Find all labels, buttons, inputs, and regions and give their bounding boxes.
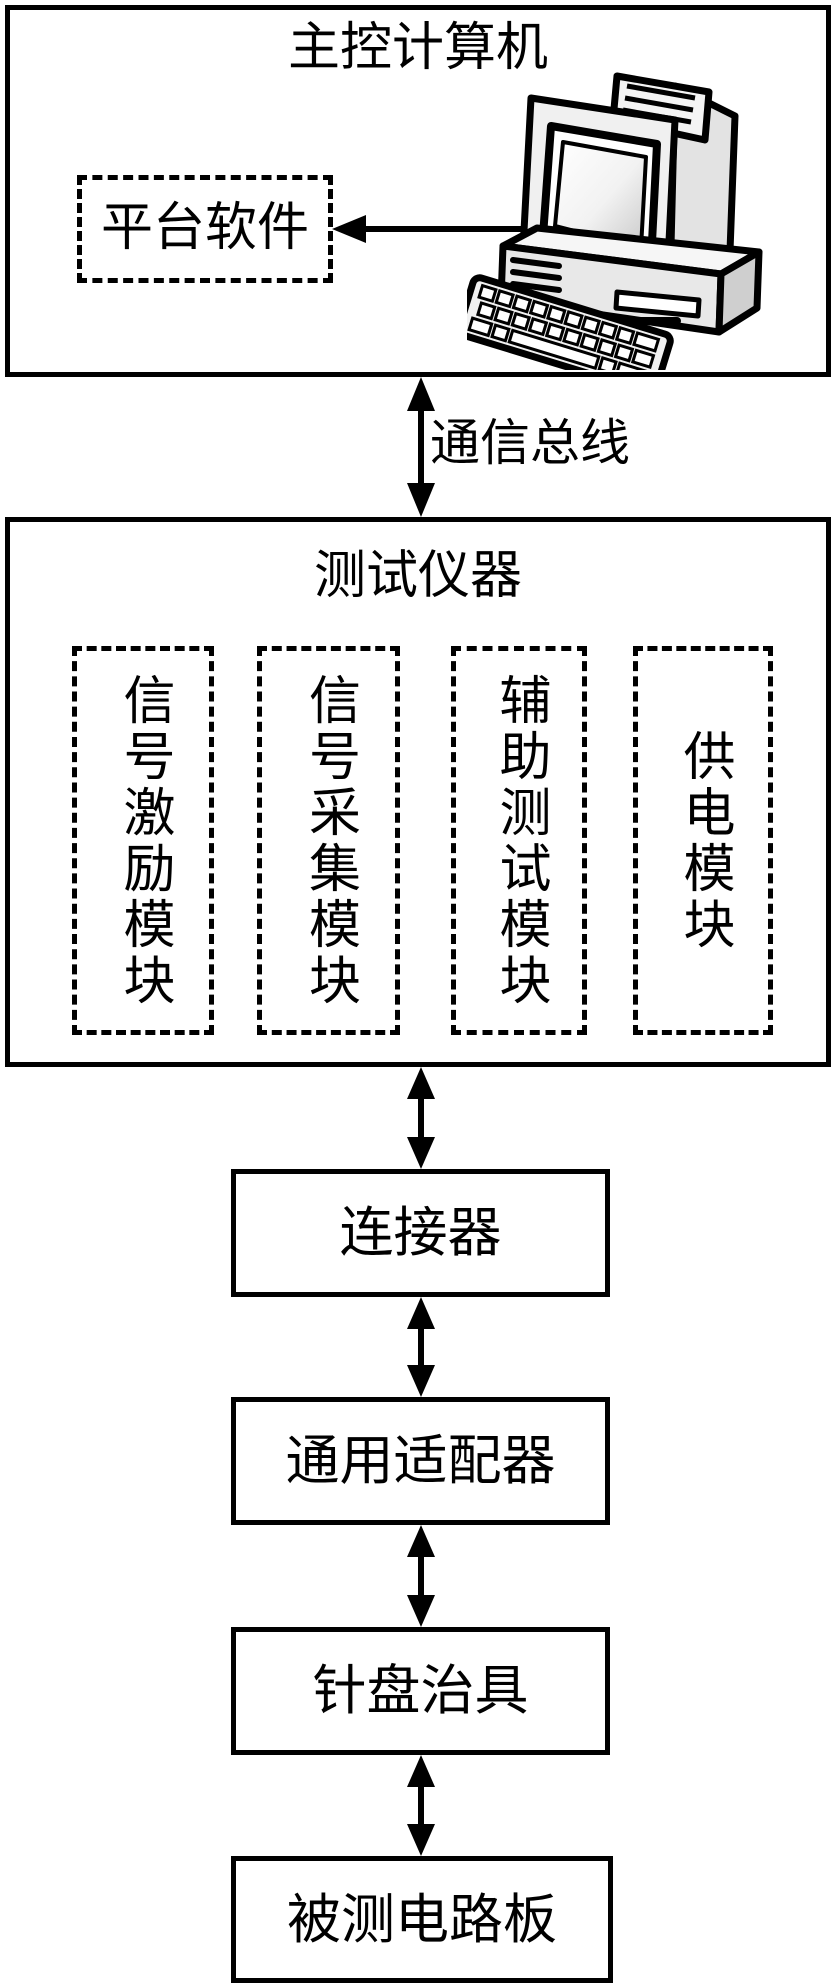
instrument-box-title: 测试仪器 bbox=[313, 548, 522, 605]
circuit-board-under-test-box: 被测电路板 bbox=[231, 1856, 613, 1983]
connector-adapter-arrow bbox=[407, 1297, 435, 1397]
pin-plate-fixture-box: 针盘治具 bbox=[231, 1627, 610, 1755]
module-signal-excitation-label: 信号激励模块 bbox=[115, 672, 172, 1009]
circuit-board-under-test-label: 被测电路板 bbox=[287, 1889, 557, 1950]
connector-label: 连接器 bbox=[339, 1203, 502, 1263]
host-box-title: 主控计算机 bbox=[287, 20, 548, 77]
module-signal-excitation-box: 信号激励模块 bbox=[72, 646, 214, 1035]
bus-label: 通信总线 bbox=[430, 415, 630, 471]
universal-adapter-box: 通用适配器 bbox=[231, 1397, 610, 1525]
module-power-supply-box: 供电模块 bbox=[633, 646, 773, 1035]
bus-arrow bbox=[407, 377, 435, 517]
host-computer-box: 主控计算机 平台软件 bbox=[5, 5, 831, 377]
desktop-computer-icon bbox=[467, 72, 763, 370]
platform-software-box: 平台软件 bbox=[77, 175, 333, 283]
universal-adapter-label: 通用适配器 bbox=[285, 1431, 556, 1491]
module-auxiliary-test-box: 辅助测试模块 bbox=[451, 646, 587, 1035]
platform-software-label: 平台软件 bbox=[100, 200, 309, 257]
module-signal-acquisition-box: 信号采集模块 bbox=[257, 646, 400, 1035]
adapter-fixture-arrow bbox=[407, 1525, 435, 1627]
instrument-connector-arrow bbox=[407, 1067, 435, 1169]
module-signal-acquisition-label: 信号采集模块 bbox=[300, 672, 358, 1009]
module-power-supply-label: 供电模块 bbox=[675, 728, 732, 953]
test-instrument-box: 测试仪器 信号激励模块 信号采集模块 辅助测试模块 供电模块 bbox=[5, 517, 831, 1067]
connector-box: 连接器 bbox=[231, 1169, 610, 1297]
fixture-dut-arrow bbox=[407, 1755, 435, 1856]
module-auxiliary-test-label: 辅助测试模块 bbox=[491, 672, 548, 1009]
pin-plate-fixture-label: 针盘治具 bbox=[312, 1661, 529, 1721]
